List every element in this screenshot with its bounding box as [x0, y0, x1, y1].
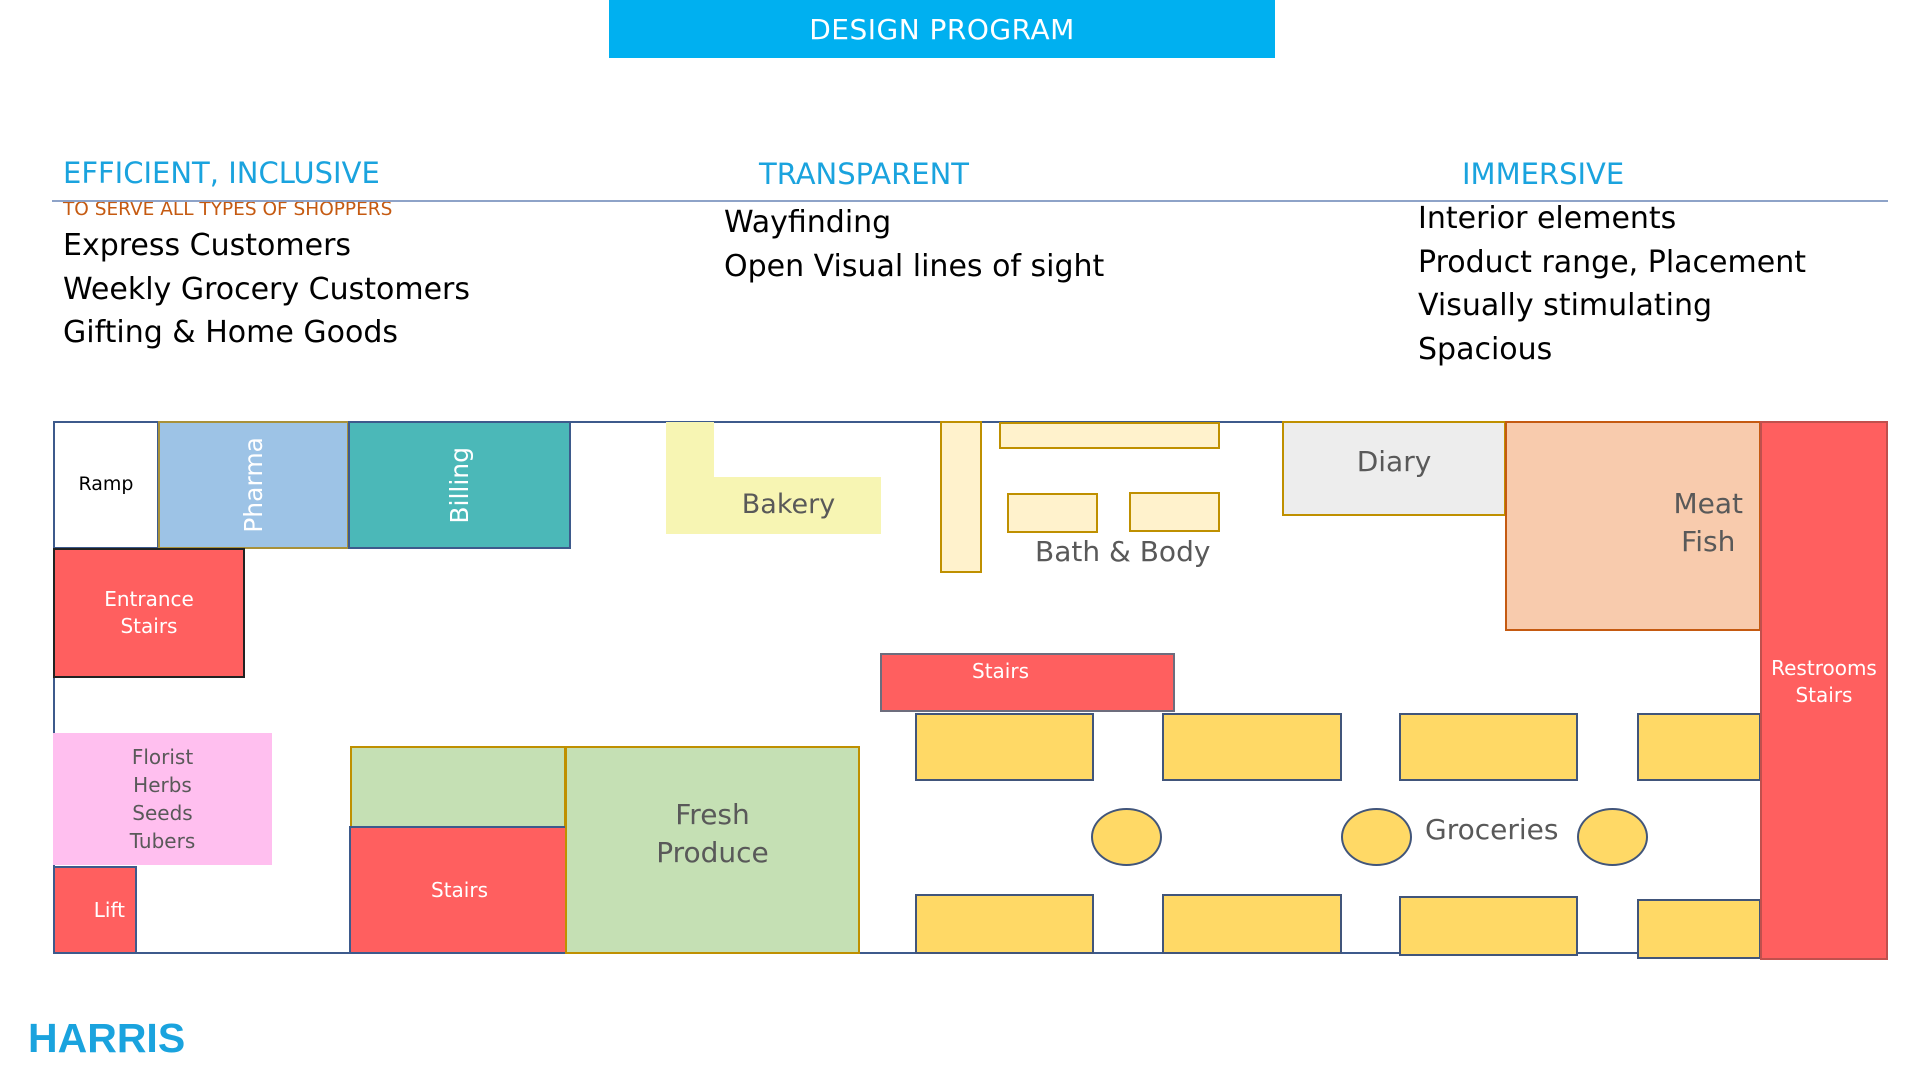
grocery-shelf: [1162, 894, 1342, 954]
zone-florist: Florist Herbs Seeds Tubers: [53, 733, 272, 865]
zone-meat-fish: Meat Fish: [1505, 421, 1761, 631]
column-list-immersive: Interior elements Product range, Placeme…: [1418, 197, 1806, 371]
column-heading-efficient: EFFICIENT, INCLUSIVE: [63, 156, 380, 190]
zone-florist-label-1: Florist: [131, 745, 194, 769]
zone-diary-label: Diary: [1356, 445, 1432, 478]
zone-ramp-label: Ramp: [78, 473, 134, 496]
zone-stairs-left-label: Stairs: [431, 877, 488, 902]
zone-groceries-label: Groceries: [1425, 813, 1559, 846]
grocery-shelf: [1162, 713, 1342, 781]
list-item: Interior elements: [1418, 201, 1677, 236]
zone-ramp: Ramp: [53, 421, 159, 549]
grocery-shelf: [1399, 713, 1578, 781]
list-item: Weekly Grocery Customers: [63, 271, 471, 307]
grocery-shelf: [915, 713, 1094, 781]
list-item: Visually stimulating: [1418, 288, 1713, 323]
banner-title: DESIGN PROGRAM: [809, 12, 1075, 46]
zone-stairs-center: Stairs: [880, 653, 1175, 712]
list-item: Product range, Placement: [1418, 244, 1806, 280]
zone-restrooms-stairs-label-2: Stairs: [1795, 683, 1853, 707]
design-program-banner: DESIGN PROGRAM: [609, 0, 1275, 58]
zone-stairs-left: Stairs: [349, 826, 570, 954]
list-item: Express Customers: [63, 228, 352, 263]
bath-body-shelf-top: [999, 422, 1220, 449]
zone-billing-label: Billing: [444, 446, 474, 524]
list-item: Open Visual lines of sight: [724, 248, 1105, 284]
zone-fresh-produce-annex: [350, 746, 566, 836]
zone-entrance-stairs-label-2: Stairs: [120, 614, 178, 638]
zone-pharma-label: Pharma: [238, 437, 268, 533]
header-divider: [52, 200, 1888, 202]
grocery-round-display: [1341, 808, 1412, 866]
zone-bakery: Bakery: [666, 477, 881, 534]
grocery-shelf: [915, 894, 1094, 954]
zone-stairs-center-label: Stairs: [972, 659, 1029, 683]
zone-diary: Diary: [1282, 421, 1506, 516]
zone-entrance-stairs-label-1: Entrance: [104, 587, 194, 611]
bath-body-shelf-small: [1007, 493, 1098, 533]
grocery-round-display: [1091, 808, 1162, 866]
zone-restrooms-stairs-label-1: Restrooms: [1771, 656, 1877, 680]
grocery-shelf: [1637, 899, 1761, 959]
column-list-transparent: Wayfinding Open Visual lines of sight: [724, 201, 1104, 288]
zone-bath-body-label: Bath & Body: [1035, 535, 1211, 568]
zone-billing: Billing: [348, 421, 571, 549]
zone-meat-fish-label-1: Meat: [1673, 487, 1743, 520]
list-item: Gifting & Home Goods: [63, 315, 398, 350]
column-list-efficient: Express Customers Weekly Grocery Custome…: [63, 224, 470, 355]
zone-fresh-produce-label-1: Fresh: [675, 798, 750, 831]
column-heading-transparent: TRANSPARENT: [759, 157, 969, 191]
zone-fresh-produce-label-2: Produce: [656, 835, 769, 869]
zone-restrooms-stairs: Restrooms Stairs: [1760, 421, 1888, 960]
zone-florist-label-2: Herbs: [133, 773, 192, 797]
zone-fresh-produce: Fresh Produce: [565, 746, 860, 954]
zone-pharma: Pharma: [158, 421, 349, 549]
grocery-shelf: [1637, 713, 1761, 781]
zone-bakery-label: Bakery: [741, 489, 836, 521]
zone-lift-label: Lift: [93, 897, 125, 922]
column-heading-immersive: IMMERSIVE: [1462, 157, 1625, 191]
zone-entrance-stairs: Entrance Stairs: [53, 548, 245, 678]
column-subheading-shoppers: TO SERVE ALL TYPES OF SHOPPERS: [63, 199, 393, 220]
bath-body-shelf-small: [1129, 492, 1220, 532]
list-item: Wayfinding: [724, 205, 892, 240]
zone-florist-label-4: Tubers: [129, 829, 196, 853]
grocery-round-display: [1577, 808, 1648, 866]
list-item: Spacious: [1418, 331, 1553, 367]
grocery-shelf: [1399, 896, 1578, 956]
bath-body-shelf-vertical: [940, 421, 982, 573]
zone-meat-fish-label-2: Fish: [1681, 524, 1736, 558]
harris-logo: HARRIS: [28, 1015, 186, 1061]
zone-florist-label-3: Seeds: [132, 801, 193, 825]
zone-lift: Lift: [53, 866, 137, 954]
